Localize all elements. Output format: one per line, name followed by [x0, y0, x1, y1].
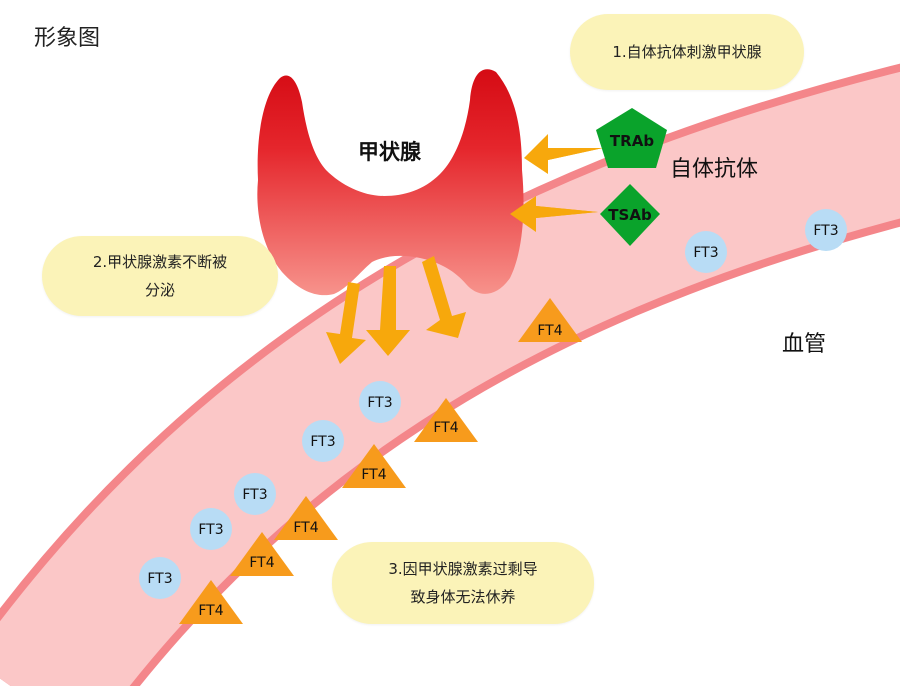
ft3-molecule: FT3: [234, 473, 276, 515]
antibody-arrow-2: [510, 196, 598, 232]
antibody-trab-label: TRAb: [610, 132, 654, 150]
svg-text:FT3: FT3: [198, 522, 223, 538]
ft3-molecules: FT3 FT3 FT3 FT3 FT3 FT3 FT3: [139, 209, 847, 599]
antibody-trab: TRAb: [596, 108, 667, 168]
svg-text:FT3: FT3: [693, 245, 718, 261]
ft3-molecule: FT3: [685, 231, 727, 273]
svg-text:FT4: FT4: [198, 603, 223, 619]
ft3-molecule: FT3: [190, 508, 232, 550]
svg-text:FT4: FT4: [361, 467, 386, 483]
note-3: 3.因甲状腺激素过剩导 致身体无法休养: [332, 542, 594, 624]
antibody-arrow-1: [524, 134, 603, 174]
svg-text:FT3: FT3: [310, 434, 335, 450]
antibody-tsab: TSAb: [600, 184, 660, 246]
vessel-label: 血管: [782, 332, 827, 357]
ft4-molecule: FT4: [230, 532, 294, 576]
ft4-molecule: FT4: [414, 398, 478, 442]
ft3-molecule: FT3: [139, 557, 181, 599]
note-1: 1.自体抗体刺激甲状腺: [570, 14, 804, 90]
ft4-molecules: FT4 FT4 FT4 FT4 FT4 FT4: [179, 298, 582, 624]
svg-text:FT3: FT3: [813, 223, 838, 239]
svg-text:FT3: FT3: [367, 395, 392, 411]
antibodies-label: 自体抗体: [670, 157, 759, 182]
svg-text:FT3: FT3: [147, 571, 172, 587]
secretion-arrow-2: [366, 266, 410, 356]
ft3-molecule: FT3: [805, 209, 847, 251]
ft4-molecule: FT4: [274, 496, 338, 540]
ft4-molecule: FT4: [179, 580, 243, 624]
svg-text:FT4: FT4: [537, 323, 562, 339]
secretion-arrow-1: [326, 282, 366, 364]
note-2: 2.甲状腺激素不断被 分泌: [42, 236, 278, 316]
svg-text:FT4: FT4: [293, 520, 318, 536]
ft3-molecule: FT3: [302, 420, 344, 462]
antibody-tsab-label: TSAb: [608, 206, 652, 224]
svg-text:FT3: FT3: [242, 487, 267, 503]
note-1-line-1: 1.自体抗体刺激甲状腺: [612, 42, 762, 61]
note-3-line-2: 致身体无法休养: [410, 588, 516, 606]
page-title: 形象图: [34, 26, 101, 51]
svg-text:FT4: FT4: [433, 420, 458, 436]
svg-text:FT4: FT4: [249, 555, 274, 571]
ft3-molecule: FT3: [359, 381, 401, 423]
secretion-arrow-3: [422, 256, 466, 338]
note-2-line-2: 分泌: [144, 281, 175, 299]
ft4-molecule: FT4: [518, 298, 582, 342]
thyroid-gland: [257, 69, 524, 296]
ft4-molecule: FT4: [342, 444, 406, 488]
thyroid-label: 甲状腺: [358, 140, 421, 164]
blood-vessel: [0, 71, 900, 686]
note-3-line-1: 3.因甲状腺激素过剩导: [388, 559, 538, 578]
note-2-line-1: 2.甲状腺激素不断被: [92, 252, 228, 271]
